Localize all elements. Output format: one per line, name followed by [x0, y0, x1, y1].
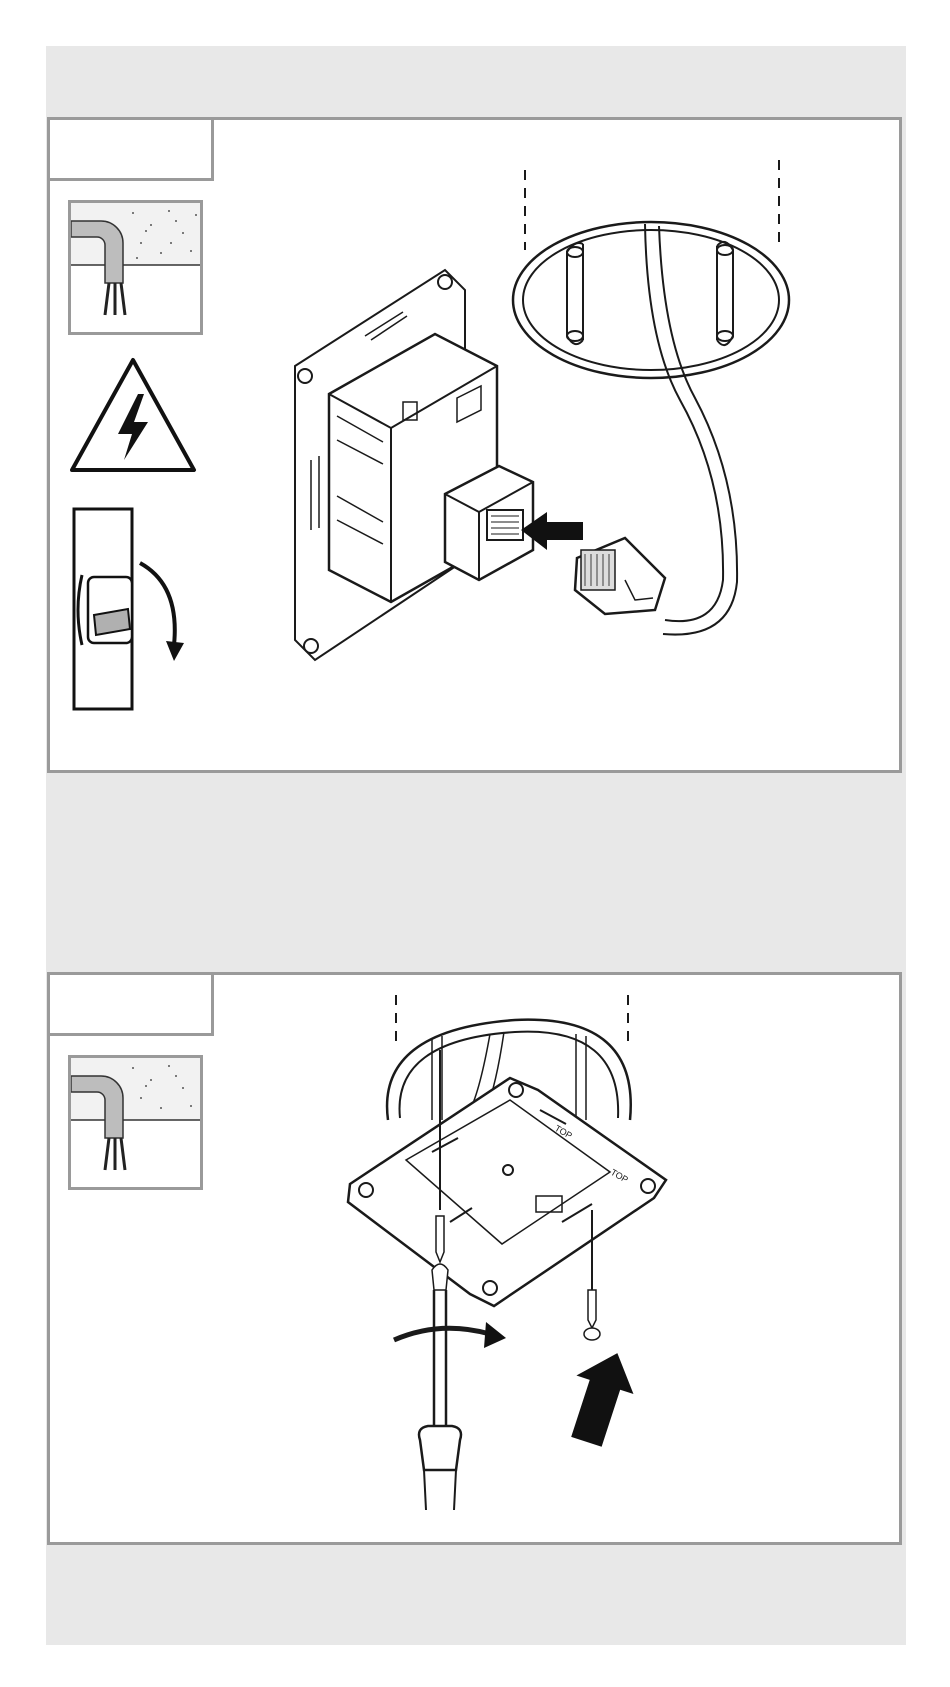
high-voltage-warning-icon: [68, 356, 198, 476]
rotate-arrow-icon: [484, 1322, 506, 1348]
screw-frame-illustration: TOP TOP: [340, 990, 760, 1510]
step-panel-1: [47, 117, 902, 773]
step-number-tab: [50, 975, 214, 1036]
flush-box-icon: [68, 200, 203, 335]
circuit-breaker-off-icon: [70, 505, 200, 715]
step-panel-2: TOP TOP: [47, 972, 902, 1545]
connect-plug-illustration: [285, 140, 845, 660]
flush-box-icon: [68, 1055, 203, 1190]
push-up-arrow-icon: [558, 1343, 644, 1451]
step-number-tab: [50, 120, 214, 181]
